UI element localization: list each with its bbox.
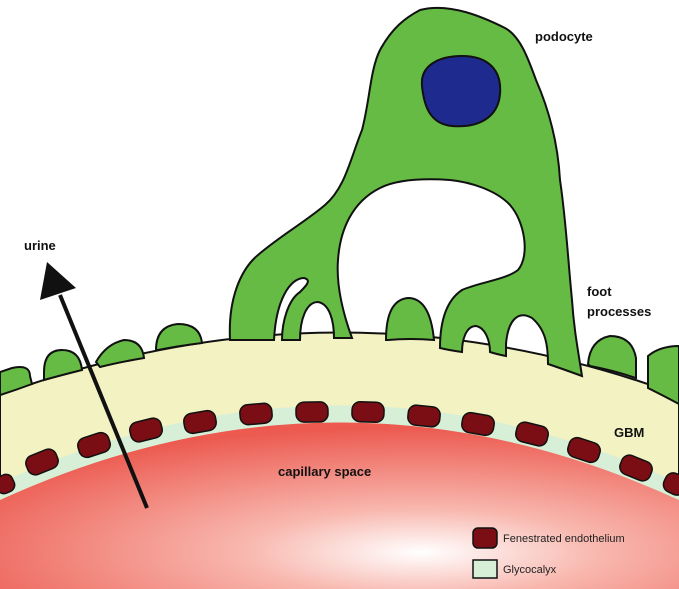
endothelium-cell [129, 417, 163, 443]
foot-process [94, 338, 146, 369]
endothelium-cell [567, 436, 601, 464]
endothelium-cell [295, 401, 329, 423]
endothelium-cell [239, 402, 273, 426]
legend-label-glycocalyx: Glycocalyx [503, 564, 557, 576]
endothelium-cell [77, 431, 111, 459]
legend-swatch-endothelium [472, 527, 498, 549]
legend-swatch-glycocalyx [472, 559, 498, 579]
gbm-label: GBM [614, 425, 644, 440]
foot-process [586, 334, 637, 380]
urine-arrow-head [40, 262, 76, 300]
legend: Fenestrated endothelium Glycocalyx [472, 527, 625, 579]
urine-arrow-shaft [58, 294, 149, 509]
legend-label-endothelium: Fenestrated endothelium [503, 533, 625, 545]
endothelium-cell [183, 409, 217, 435]
endothelium-cell [351, 400, 385, 424]
foot-process [384, 296, 436, 342]
foot-process [154, 322, 204, 351]
urine-label: urine [24, 238, 56, 253]
capillary-space-label: capillary space [278, 464, 371, 479]
foot-processes [0, 296, 679, 406]
endothelium-cell [407, 404, 441, 428]
endothelium-cell [619, 454, 653, 482]
foot-processes-label-line2: processes [587, 304, 651, 319]
podocyte-label: podocyte [535, 29, 593, 44]
capillary-space [0, 422, 679, 589]
endothelium-cells [0, 400, 679, 496]
foot-process [0, 366, 34, 397]
endothelium-cell [515, 421, 549, 447]
foot-process [647, 344, 679, 406]
endothelium-cell [0, 473, 16, 495]
foot-process [43, 348, 84, 382]
nucleus [420, 54, 502, 128]
foot-processes-label-line1: foot [587, 284, 612, 299]
endothelium-cell [461, 411, 495, 437]
endothelium-cell [25, 448, 59, 476]
endothelium-cell [662, 472, 679, 496]
